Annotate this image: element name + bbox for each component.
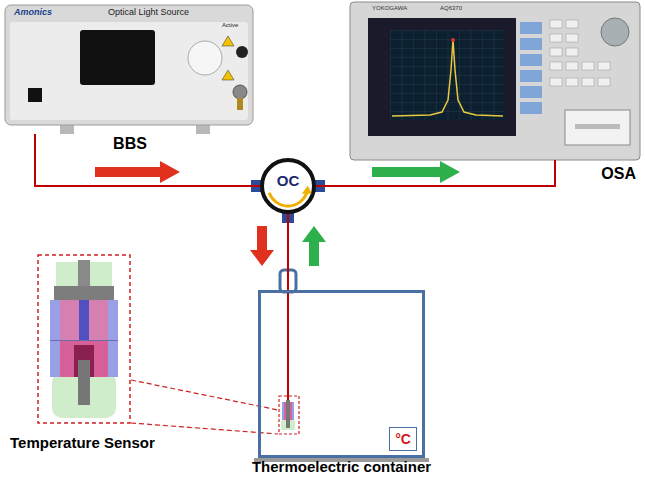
sensor-inset-drawing — [54, 286, 114, 300]
spectrum-analyzer-device — [520, 22, 542, 34]
spectrum-analyzer-device — [520, 54, 542, 66]
sensor-inset-drawing — [79, 300, 89, 340]
rotation-arrowhead — [302, 186, 312, 194]
inset-leader-line — [131, 380, 278, 410]
temperature-readout-box: °C — [389, 427, 417, 451]
spectrum-analyzer-device — [582, 62, 594, 70]
optical-fiber — [35, 134, 260, 186]
model-name: AQ6370 — [440, 5, 462, 11]
small-sensor — [286, 400, 290, 428]
indicator-label: Active — [222, 22, 238, 28]
spectrum-analyzer-device — [368, 18, 516, 136]
light-source-device — [222, 36, 234, 46]
light-source-device — [237, 98, 243, 110]
sensor-inset-drawing — [50, 340, 118, 341]
light-source-device — [5, 5, 253, 125]
inset-leader-line — [131, 423, 278, 434]
spectrum-analyzer-device — [575, 124, 620, 129]
spectrum-analyzer-device — [566, 34, 578, 42]
spectrum-analyzer-device — [390, 30, 505, 120]
small-sensor — [279, 396, 299, 434]
node-label: Temperature Sensor — [10, 435, 155, 450]
spectrum-analyzer-device — [350, 2, 640, 160]
node-label: Thermoelectric container — [252, 459, 431, 474]
spectrum-analyzer-device — [566, 62, 578, 70]
spectrum-analyzer-device — [598, 78, 610, 86]
spectrum-analyzer-device — [520, 38, 542, 50]
light-source-device — [236, 46, 248, 58]
optical-fiber — [316, 160, 555, 186]
light-source-box: BBS — [5, 2, 255, 134]
fiber-inside — [288, 292, 289, 400]
green-direction-arrow — [302, 161, 460, 266]
spectrum-analyzer-device — [520, 102, 542, 114]
spectrum-analyzer-device — [550, 20, 562, 28]
light-source-device — [188, 41, 222, 75]
sensor-inset-box: Temperature Sensor — [38, 255, 130, 423]
spectrum-analyzer-device — [550, 62, 562, 70]
inset-leader-line — [131, 380, 278, 434]
sensor-inset-drawing — [50, 300, 118, 340]
node-label: OSA — [601, 166, 636, 182]
rotation-arc — [269, 193, 307, 206]
small-sensor — [279, 396, 299, 434]
light-source-device — [222, 70, 234, 80]
sensor-inset-drawing — [60, 300, 108, 340]
light-source-device — [233, 85, 247, 99]
container-box: °CThermoelectric container — [258, 290, 425, 458]
spectrum-analyzer-device — [451, 38, 455, 42]
circulator-circle: OC — [260, 158, 316, 214]
spectrum-analyzer-box: OSA — [350, 2, 640, 160]
spectrum-analyzer-device — [520, 70, 542, 82]
optical-fiber — [287, 214, 289, 290]
sensor-inset-drawing — [78, 260, 90, 290]
spectrum-analyzer-device — [566, 48, 578, 56]
green-direction-arrow — [302, 226, 326, 266]
node-label: BBS — [113, 136, 147, 152]
light-source-device — [28, 88, 42, 102]
red-direction-arrow — [250, 226, 274, 266]
spectrum-analyzer-device — [550, 78, 562, 86]
sensor-inset-drawing — [38, 255, 130, 423]
sensor-inset-drawing — [78, 360, 90, 405]
light-source-device — [5, 5, 253, 134]
light-source-device — [80, 30, 155, 85]
spectrum-analyzer-device — [582, 78, 594, 86]
brand-name: Amonics — [14, 8, 52, 17]
spectrum-analyzer-device — [390, 30, 505, 120]
fiber-inside — [287, 292, 289, 400]
spectrum-analyzer-device — [350, 2, 640, 160]
red-direction-arrow — [95, 161, 180, 183]
light-source-device — [10, 22, 248, 120]
red-direction-arrow — [95, 161, 274, 266]
spectrum-analyzer-device — [601, 18, 629, 46]
brand-name: YOKOGAWA — [372, 5, 407, 11]
spectrum-analyzer-device — [566, 78, 578, 86]
spectrum-analyzer-device — [550, 48, 562, 56]
node-text: OC — [277, 172, 300, 189]
device-name: Optical Light Source — [108, 8, 189, 17]
spectrum-analyzer-device — [520, 86, 542, 98]
circulator-ring — [262, 160, 314, 212]
spectrum-analyzer-device — [566, 20, 578, 28]
green-direction-arrow — [372, 161, 460, 183]
spectrum-analyzer-device — [565, 110, 630, 145]
spectrum-analyzer-device — [598, 62, 610, 70]
node-text: °C — [395, 431, 411, 447]
spectrum-analyzer-device — [392, 40, 503, 116]
sensor-inset-drawing — [38, 255, 130, 423]
spectrum-analyzer-device — [550, 34, 562, 42]
